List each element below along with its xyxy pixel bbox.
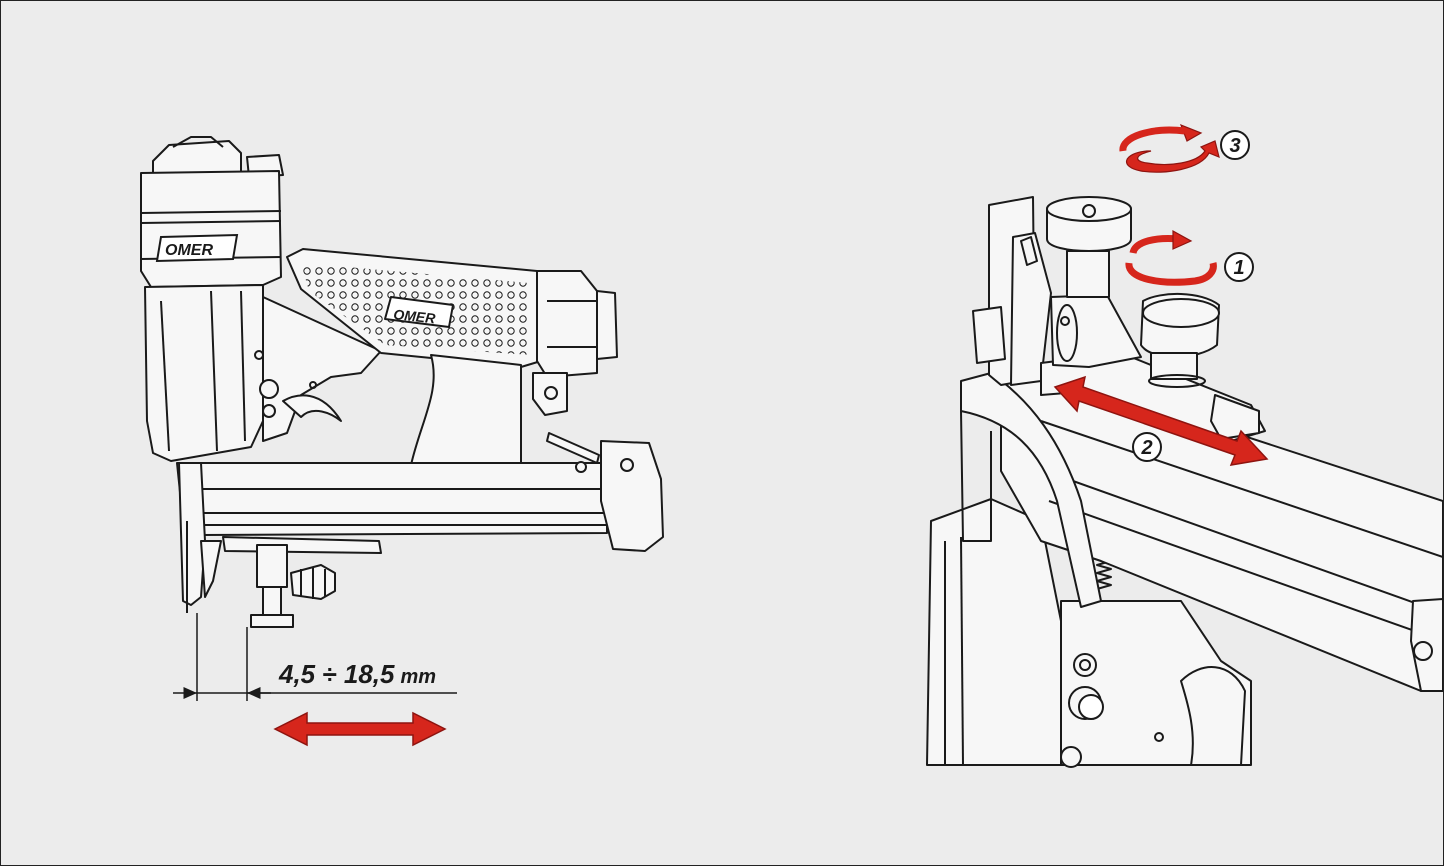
step-3-number: 3 (1229, 135, 1240, 157)
step-2-number: 2 (1140, 437, 1152, 459)
grip-logo-text: OMER (393, 306, 437, 326)
step-2-badge: 2 (1132, 432, 1162, 462)
depth-dimension (173, 613, 457, 701)
slide-arrow-2 (1053, 375, 1269, 466)
head-logo: OMER (155, 233, 239, 263)
step-3-badge: 3 (1220, 130, 1250, 160)
step-1-number: 1 (1233, 257, 1244, 279)
rotate-arrow-3 (1119, 123, 1220, 173)
rotate-arrow-1 (1125, 229, 1217, 286)
adjust-direction-arrow (273, 711, 447, 747)
step-1-badge: 1 (1224, 252, 1254, 282)
nailer-side-view: OMER (140, 136, 664, 628)
head-logo-text: OMER (165, 242, 213, 259)
dimension-unit: mm (400, 666, 436, 688)
dimension-range: 4,5 ÷ 18,5 (278, 659, 395, 689)
adjuster-detail-view (926, 196, 1443, 768)
grip-logo: OMER (384, 296, 454, 328)
